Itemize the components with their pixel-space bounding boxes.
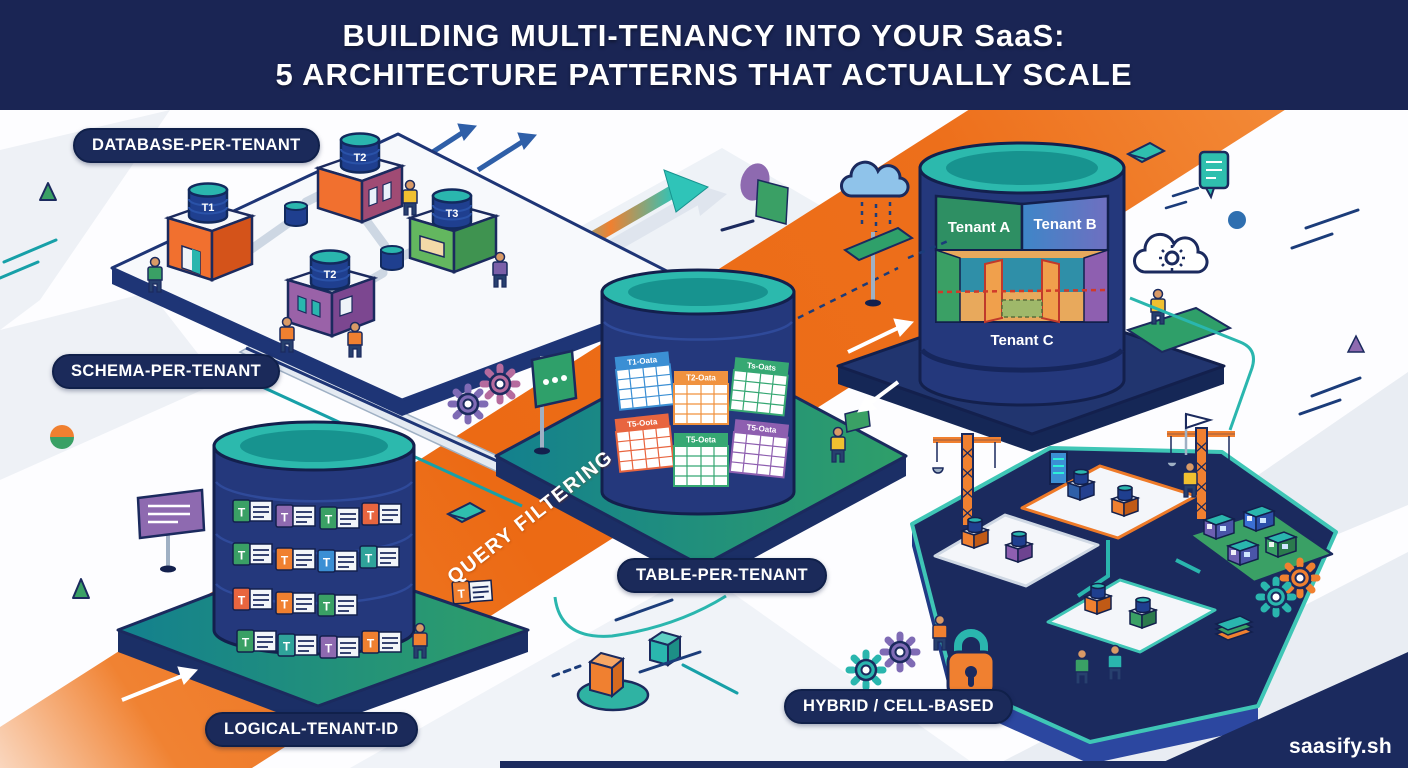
cell-platform [1046, 578, 1217, 654]
server-icon [1049, 451, 1068, 485]
cloud-icon [797, 160, 910, 320]
db-label: T2 [324, 269, 337, 281]
label-table-per-tenant: TABLE-PER-TENANT [617, 558, 827, 593]
table-label: Ts-Oats [746, 361, 777, 373]
white-arrow-icons [121, 318, 915, 702]
foreground-decor [121, 296, 1255, 712]
cloud-gear-icon [1133, 232, 1209, 274]
table-label: T2-Oata [686, 374, 716, 383]
cube-icon [576, 651, 650, 712]
half-circle-icon [50, 425, 74, 437]
flag-icon [1184, 412, 1214, 455]
label-hybrid-cell-based: HYBRID / CELL-BASED [784, 689, 1013, 724]
decor-shapes [0, 163, 1366, 599]
table-label: T5-Oata [746, 423, 777, 435]
document-icon [1198, 150, 1230, 200]
logical-tenant-id-illustration [116, 420, 530, 728]
pipe-junction-db [380, 245, 404, 271]
signpost-icon [136, 488, 206, 573]
title-line-2: 5 ARCHITECTURE PATTERNS THAT ACTUALLY SC… [275, 56, 1133, 92]
db-label: T1 [202, 202, 215, 214]
tenant-room [935, 248, 1109, 324]
tenant-a-label: Tenant A [948, 219, 1011, 236]
brand-watermark: saasify.sh [1288, 735, 1392, 758]
dot-icon [1228, 211, 1246, 229]
hybrid-cell-based-illustration [910, 412, 1338, 764]
db-label: T2 [354, 152, 367, 164]
tenant-table-card: Ts-Oats [728, 357, 790, 417]
title-line-1: BUILDING MULTI-TENANCY INTO YOUR SaaS: [342, 17, 1066, 53]
signpost-icon [842, 226, 915, 307]
tenant-building-t2a: T2 [313, 132, 407, 224]
tenant-table-card: T2-Oata [673, 371, 729, 425]
tenant-table-card: T5-Oota [614, 413, 675, 473]
teal-path [553, 594, 727, 638]
triangle-icon [39, 182, 57, 201]
schema-cylinder: Tenant A Tenant B Tenant C [918, 141, 1126, 407]
tenant-building-t1: T1 [163, 182, 257, 282]
label-schema-per-tenant: SCHEMA-PER-TENANT [52, 354, 281, 389]
logical-cylinder [212, 420, 494, 659]
cell-platform [1020, 464, 1198, 540]
table-per-tenant-illustration: T1-Oata T2-Oata Ts-Oats T5-Oota [494, 268, 908, 586]
tenant-building-t3: T3 [405, 188, 501, 274]
paper-stack-icon [1214, 615, 1254, 641]
parallelogram-icon [755, 179, 789, 225]
tenant-c-label: Tenant C [990, 332, 1053, 349]
brand-corner [1150, 652, 1408, 768]
label-database-per-tenant: DATABASE-PER-TENANT [73, 128, 320, 163]
table-cylinder: T1-Oata T2-Oata Ts-Oats T5-Oota [600, 268, 796, 516]
db-label: T3 [446, 208, 459, 220]
table-label: T1-Oata [627, 355, 658, 367]
tenant-table-card: T5-Oata [728, 419, 790, 479]
teal-path [1129, 296, 1255, 431]
pipe-junction-db [284, 201, 308, 227]
sky-icons [797, 142, 1230, 320]
tenant-building-t2b: T2 [283, 249, 379, 338]
sign-icon [530, 349, 578, 455]
table-label: T5-Oota [627, 417, 659, 429]
tenant-table-card: T1-Oata [614, 351, 675, 411]
bottom-strip [500, 761, 1408, 768]
schema-per-tenant-illustration: Tenant A Tenant B Tenant C [836, 141, 1233, 452]
blue-arrow-icons [423, 123, 537, 173]
tenant-b-label: Tenant B [1033, 216, 1096, 233]
header-banner: BUILDING MULTI-TENANCY INTO YOUR SaaS: 5… [0, 0, 1408, 110]
label-logical-tenant-id: LOGICAL-TENANT-ID [205, 712, 418, 747]
cell-platform [933, 513, 1100, 588]
database-per-tenant-illustration: T1 T2 T2 [110, 132, 702, 416]
table-label: T5-Oeta [686, 436, 716, 445]
tenant-table-card: T5-Oeta [673, 433, 729, 487]
cube-icon [647, 630, 683, 667]
